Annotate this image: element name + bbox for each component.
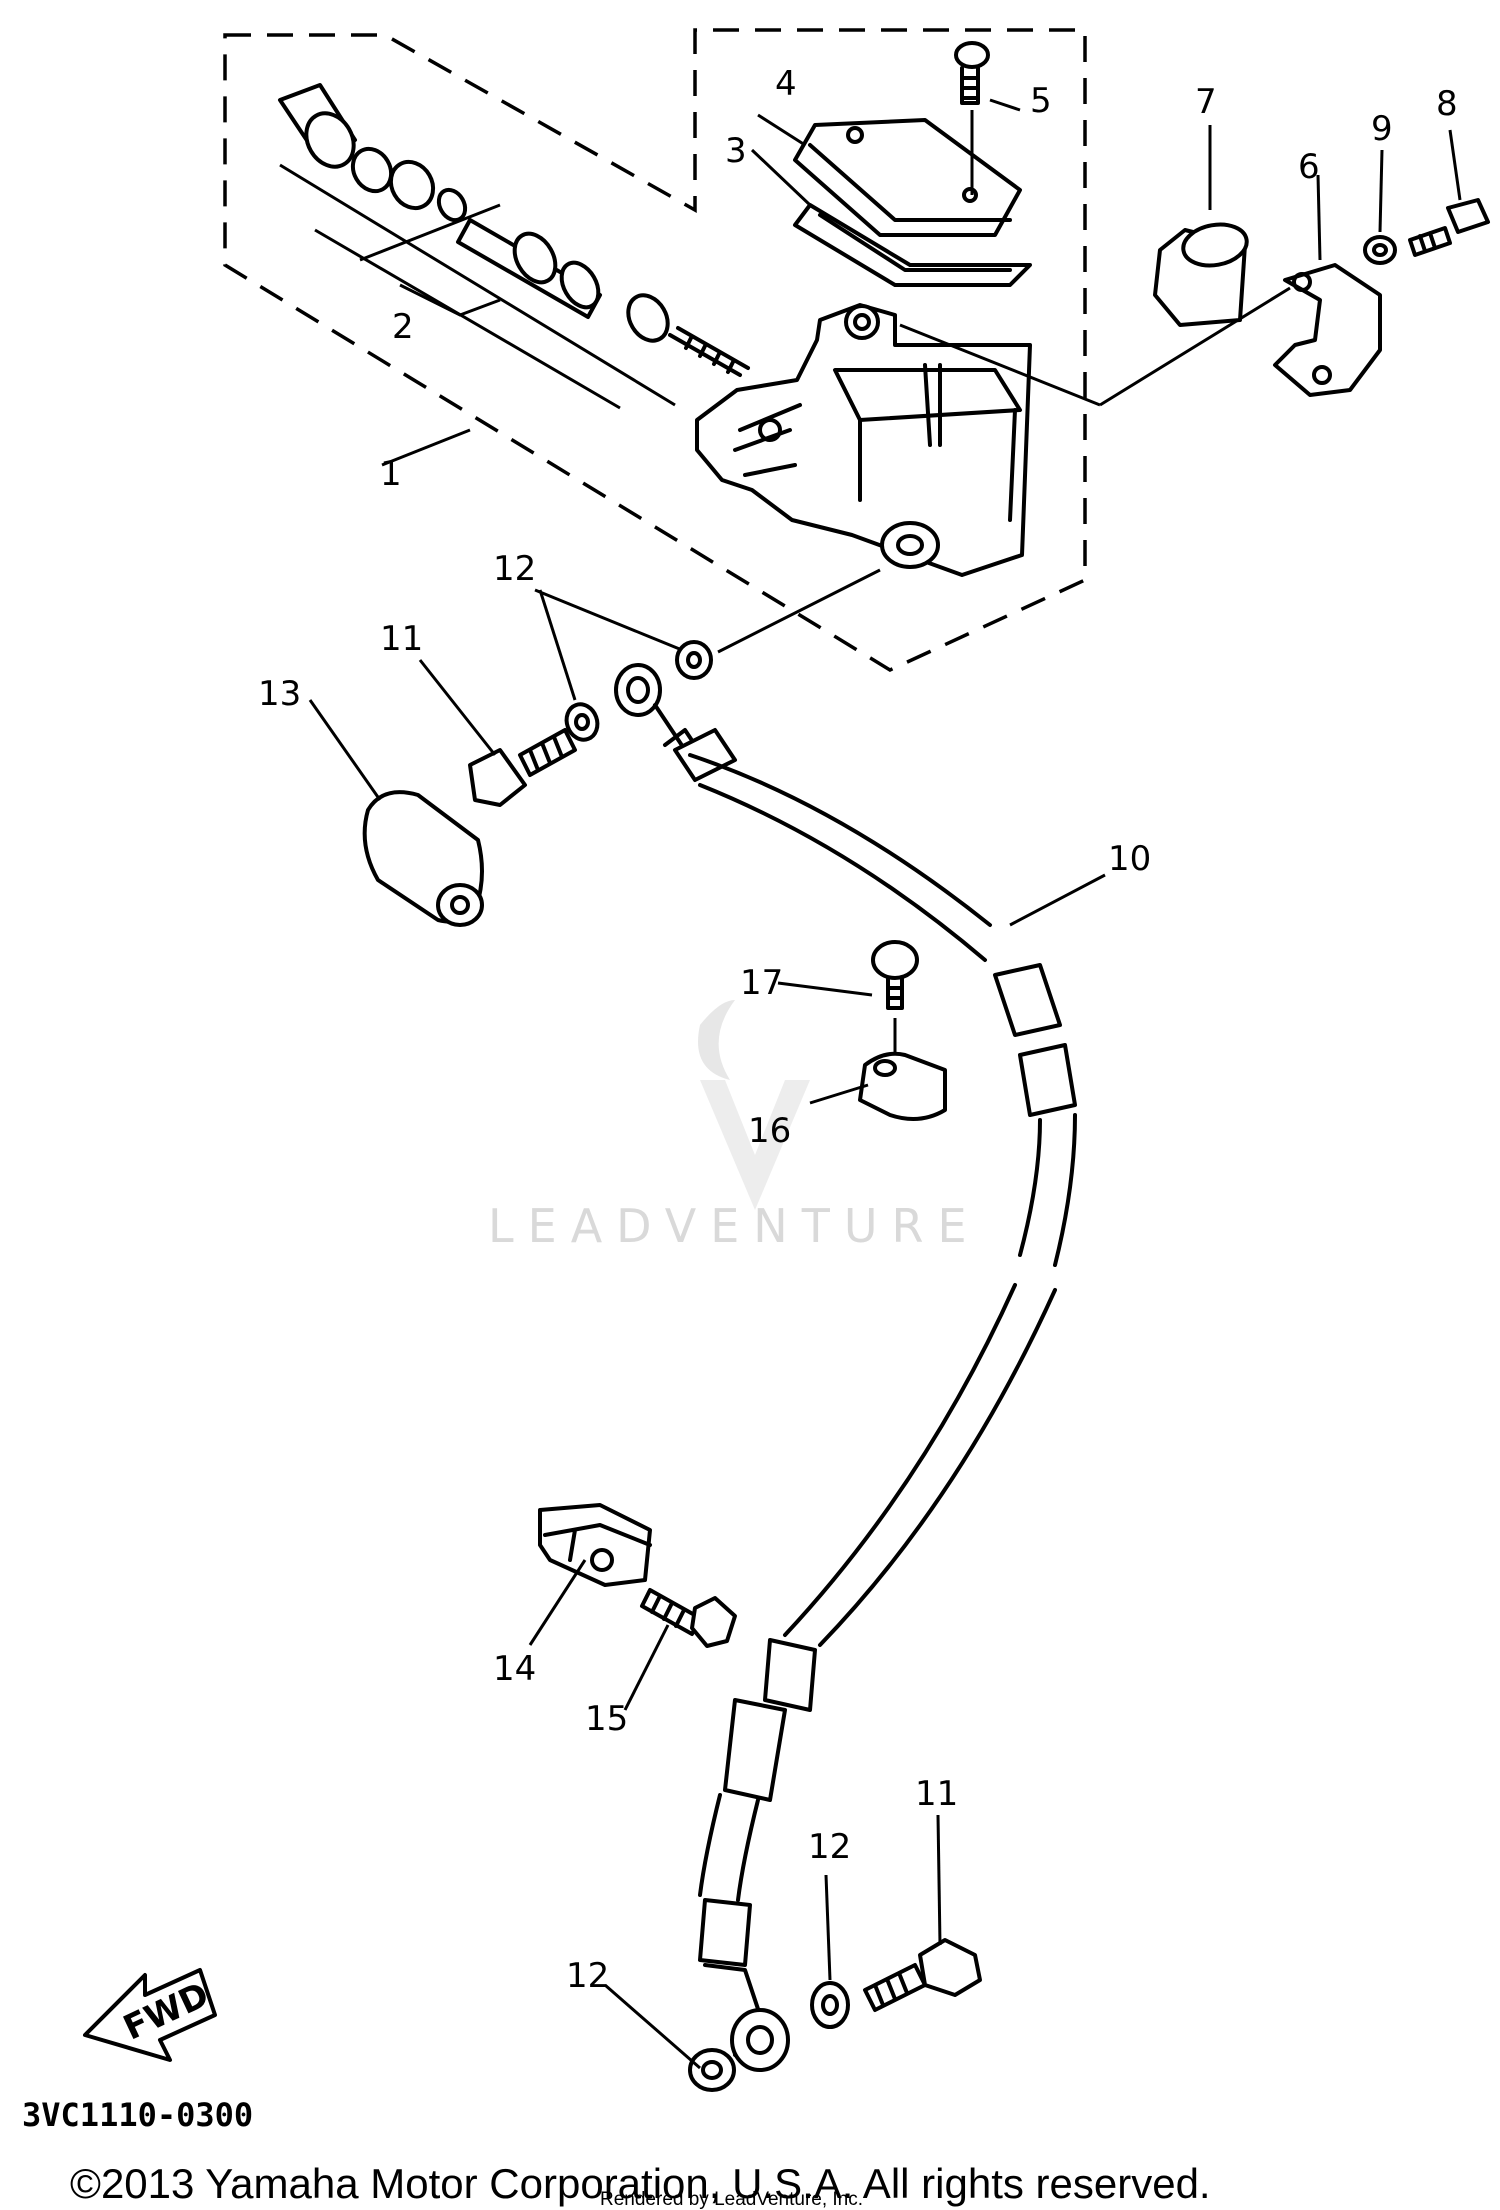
callout-12-upper: 12 [493,549,536,589]
callout-15: 15 [585,1699,628,1739]
master-cylinder-body [695,303,1032,577]
bolt-8 [1408,198,1490,257]
assembly-outline [223,28,1087,672]
callout-9: 9 [1371,109,1393,149]
copper-washer-lower-a [810,1981,850,2029]
copper-washer-upper-b [675,568,881,680]
washer-9 [1363,235,1397,265]
hose-guide-14 [538,1503,652,1587]
callout-12-lower-left: 12 [566,1956,609,1996]
callout-2: 2 [392,307,414,347]
callout-10: 10 [1108,839,1151,879]
screw-5 [954,41,990,195]
callout-6: 6 [1298,147,1320,187]
watermark-logo [698,1000,810,1210]
diagram-code: 3VC1110-0300 [22,2096,253,2134]
guide-bolt-15 [640,1588,737,1648]
copper-washer-upper-a [564,702,600,742]
union-bolt-upper [468,728,577,807]
callout-17: 17 [740,963,783,1003]
hose-clamp-16 [858,1051,947,1121]
union-bolt-lower [863,1938,982,2012]
watermark-text: LEADVENTURE [488,1199,981,1253]
callout-13: 13 [258,674,301,714]
callout-3: 3 [725,131,747,171]
fwd-arrow: FWD [83,1968,217,2062]
callout-16: 16 [748,1111,791,1151]
rendered-by-credit: Rendered by LeadVenture, Inc. [600,2189,863,2210]
reservoir-cap [793,118,1022,237]
callout-labels: 1 2 3 4 5 6 7 8 9 10 11 11 12 12 12 13 1… [258,64,1458,1996]
callout-7: 7 [1195,82,1217,122]
callout-12-lower-right: 12 [808,1827,851,1867]
clamp-bolt-17 [871,940,919,1052]
callout-11-upper: 11 [380,619,423,659]
bleeder-cap [362,790,484,927]
callout-1: 1 [380,454,402,494]
copyright-notice: ©2013 Yamaha Motor Corporation, U.S.A. A… [70,2160,1211,2207]
callout-leaders [308,98,1462,2070]
master-cylinder-holder [899,263,1382,407]
callout-8: 8 [1436,84,1458,124]
brake-hose [614,663,1077,2072]
callout-14: 14 [493,1649,536,1689]
copper-washer-lower-b [688,2048,736,2092]
callout-11-lower: 11 [915,1774,958,1814]
callout-4: 4 [775,64,797,104]
piston-kit-parts [278,83,750,410]
diaphragm [793,203,1032,287]
lever-boot [1153,222,1249,327]
callout-5: 5 [1030,81,1052,121]
